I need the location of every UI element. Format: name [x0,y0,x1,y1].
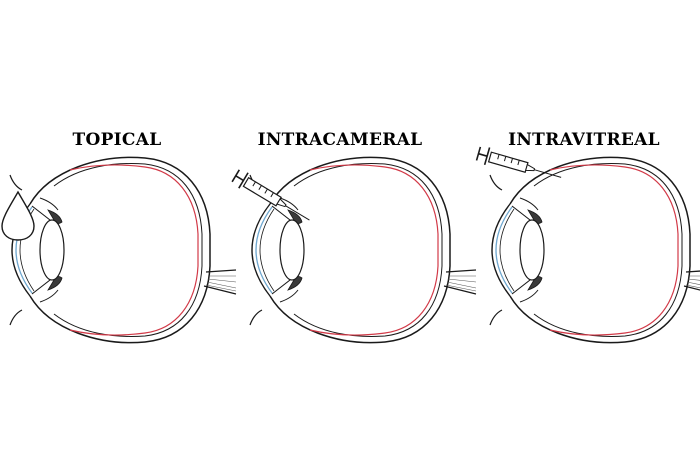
eye-cross-section-intracameral [249,156,477,344]
syringe-icon-intravitreal [475,144,565,187]
panel-title-intracameral: INTRACAMERAL [257,130,423,150]
panel-title-intravitreal: INTRAVITREAL [508,130,660,150]
eye-cross-section-intravitreal [489,156,700,344]
eye-drop-icon [1,190,35,241]
syringe-icon-intracameral [230,167,315,229]
panel-title-topical: TOPICAL [72,130,162,150]
eye-cross-section-topical [9,156,237,344]
